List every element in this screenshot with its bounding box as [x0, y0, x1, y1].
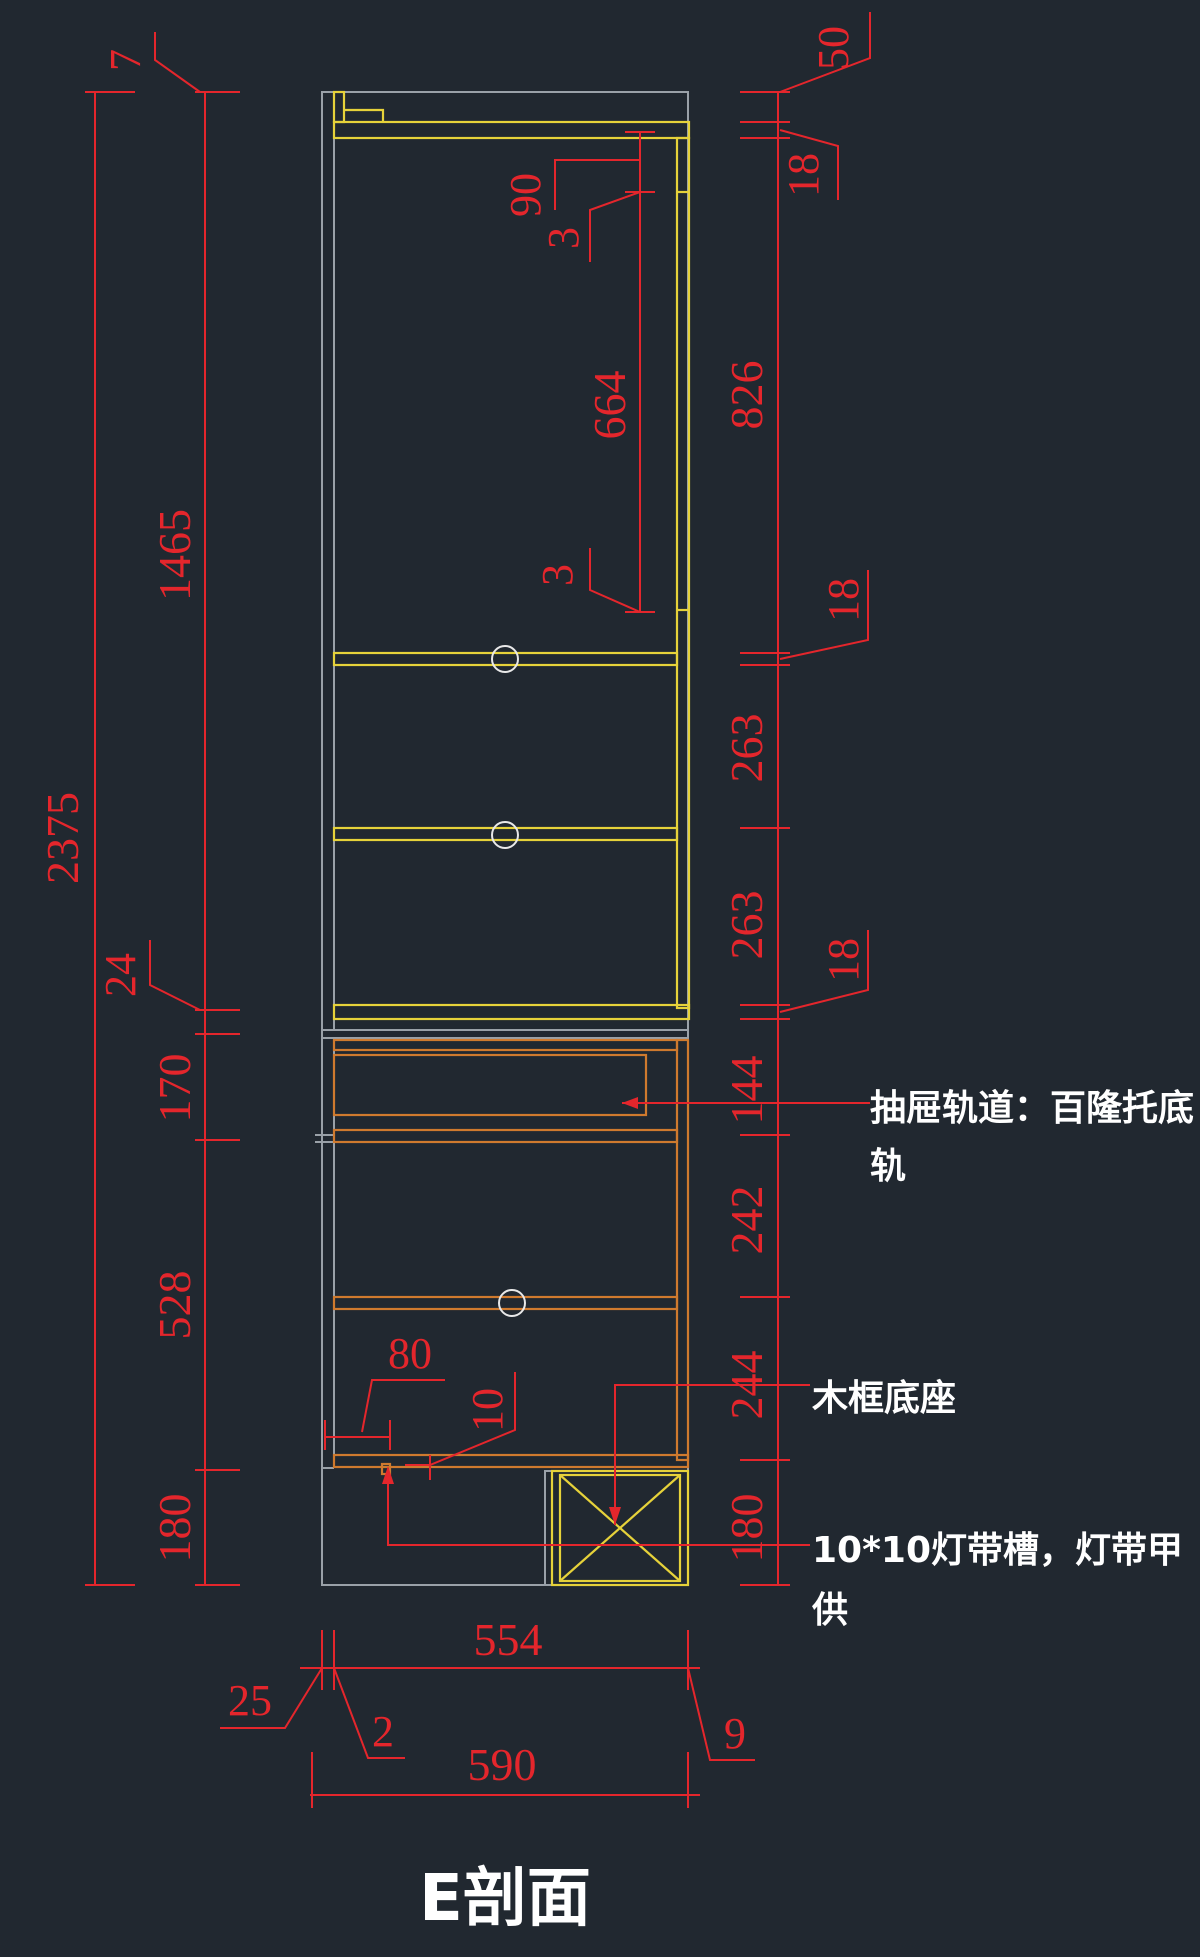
upper-cabinet [332, 90, 691, 1021]
right-dimension-lines [740, 12, 871, 1586]
dim-bottom-590: 590 [468, 1739, 537, 1790]
dim-bottom-25: 25 [228, 1676, 272, 1725]
dim-right-top-panel: 18 [779, 153, 828, 197]
drawing-title: E剖面 [419, 1862, 591, 1936]
dim-right-panel-1: 18 [819, 578, 868, 622]
dim-right-shelf-1: 263 [721, 714, 772, 783]
dim-detail-80: 80 [388, 1329, 432, 1378]
cabinet-outline [315, 91, 689, 1586]
dim-right-top: 50 [809, 26, 858, 70]
dim-right-shelf-2: 263 [721, 891, 772, 960]
note-wood-base: 木框底座 [812, 1378, 956, 1419]
dim-inner-90: 90 [501, 173, 550, 217]
dim-right-panel-2: 18 [819, 938, 868, 982]
left-dimension-lines [85, 32, 240, 1586]
note-led-slot-line2: 供 [812, 1590, 848, 1631]
dim-left-drawer: 170 [149, 1054, 200, 1123]
dim-right-upper: 826 [721, 361, 772, 430]
dim-left-lower: 528 [149, 1271, 200, 1340]
wood-base-box [544, 1469, 690, 1587]
dim-bottom-554: 554 [474, 1614, 543, 1665]
dim-bottom-9: 9 [724, 1709, 746, 1758]
note-leader-lines [382, 1097, 870, 1546]
dim-left-base: 180 [149, 1494, 200, 1563]
note-drawer-rail-line2: 轨 [870, 1146, 906, 1187]
dim-right-base: 180 [721, 1494, 772, 1563]
note-led-slot-line1: 10*10灯带槽，灯带甲 [812, 1530, 1183, 1571]
dim-bottom-2: 2 [372, 1707, 394, 1756]
dim-left-mid: 24 [96, 953, 145, 997]
note-drawer-rail-line1: 抽屉轨道：百隆托底 [870, 1088, 1194, 1129]
shelf-knob-icon [491, 821, 519, 849]
dim-detail-10: 10 [463, 1388, 512, 1432]
lower-cabinet [332, 1038, 690, 1476]
arrow-icon [622, 1097, 638, 1109]
dim-left-top: 7 [101, 49, 150, 71]
shelf-knob-icon [491, 645, 519, 673]
drawer-knob-icon [498, 1289, 526, 1317]
dim-right-lower-1: 242 [721, 1186, 772, 1255]
inner-dimension-lines [554, 131, 655, 613]
detail-dimension-lines [324, 1372, 516, 1480]
dim-inner-3-bottom: 3 [533, 564, 582, 586]
arrow-icon [382, 1466, 394, 1484]
dim-inner-664: 664 [584, 371, 635, 440]
dim-inner-3-top: 3 [539, 227, 588, 249]
dim-right-drawer: 144 [721, 1056, 772, 1125]
dim-left-upper: 1465 [149, 509, 200, 601]
bottom-dimension-lines [220, 1630, 755, 1808]
dim-left-total: 2375 [37, 792, 88, 884]
